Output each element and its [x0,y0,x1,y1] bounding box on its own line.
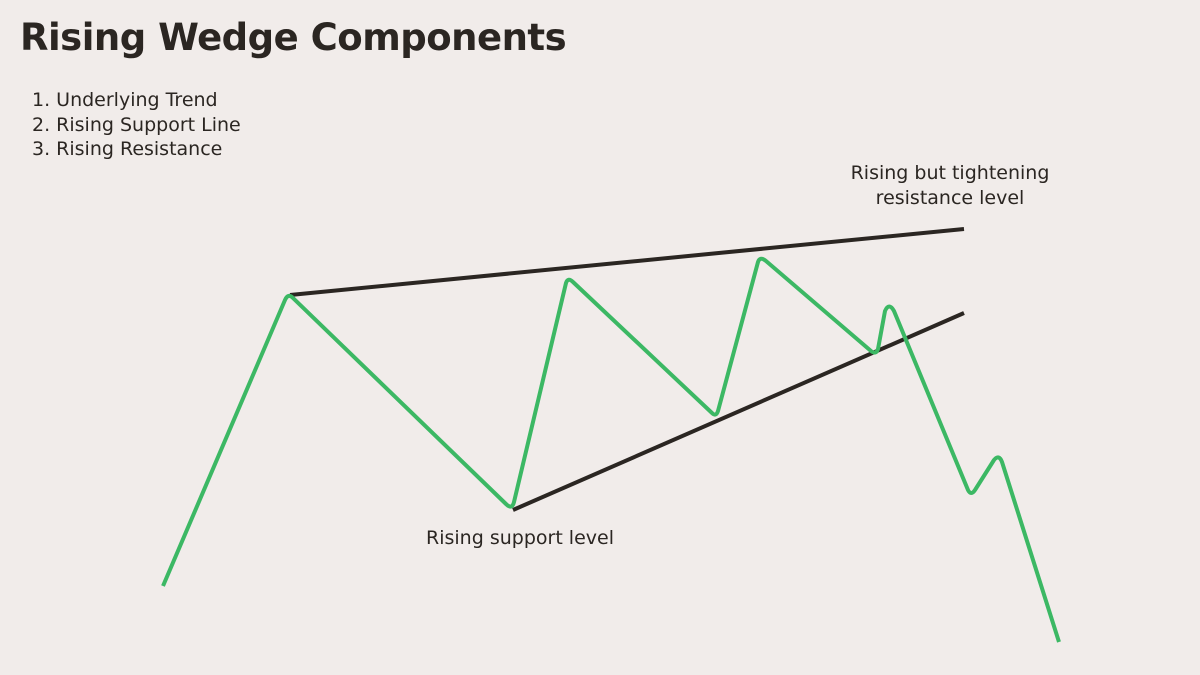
resistance-annotation-line-1: Rising but tightening [850,162,1050,184]
resistance-trend-line [289,227,965,297]
support-level-annotation: Rising support level [426,527,614,549]
component-underlying-trend: 1. Underlying Trend [32,89,218,111]
component-rising-resistance: 3. Rising Resistance [32,138,223,160]
components-list: 1. Underlying Trend 2. Rising Support Li… [32,88,241,162]
price-line [161,256,1061,643]
component-rising-support-line: 2. Rising Support Line [32,113,241,136]
support-trend-line [512,311,965,512]
page-title: Rising Wedge Components [20,16,567,59]
resistance-annotation-line-2: resistance level [875,187,1025,209]
resistance-level-annotation: Rising but tightening resistance level [820,161,1080,211]
